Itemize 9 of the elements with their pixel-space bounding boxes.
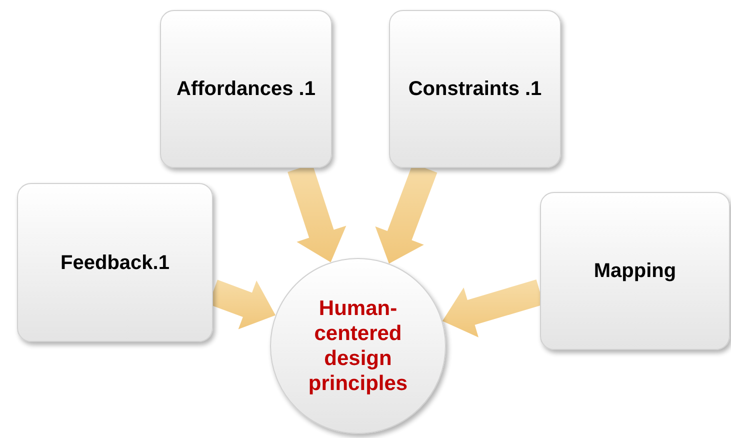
rounded-box bbox=[540, 192, 730, 350]
box-label: Affordances .1 bbox=[176, 77, 316, 102]
box-label: Feedback.1 bbox=[60, 250, 170, 276]
center-title: Human- centered design principles bbox=[307, 296, 409, 396]
rounded-box bbox=[389, 10, 561, 168]
box-label: Constraints .1 bbox=[407, 77, 543, 102]
rounded-box bbox=[17, 183, 213, 342]
rounded-box bbox=[160, 10, 332, 168]
box-label: Mapping bbox=[592, 259, 678, 284]
